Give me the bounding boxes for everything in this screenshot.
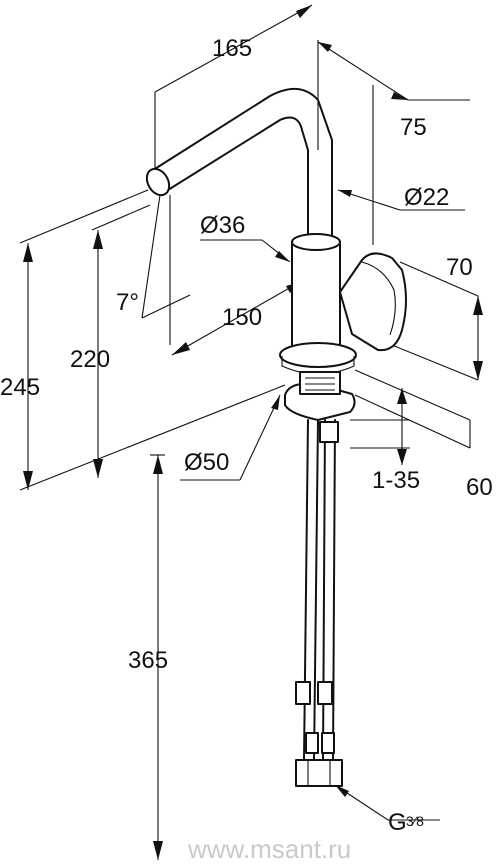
dim-thread: G [388, 809, 407, 836]
dim-depth: 75 [400, 114, 427, 141]
dim-spout-reach: 165 [212, 35, 252, 62]
dim-spout-height: 220 [70, 346, 110, 373]
dimension-arrows [23, 5, 483, 860]
dim-counter-thickness: 1-35 [372, 467, 420, 494]
dim-spout-diameter: Ø22 [404, 184, 449, 211]
dim-thread-fraction: 3⁄8 [406, 813, 424, 829]
dimension-labels: 165 75 Ø22 Ø36 70 7° 150 220 245 Ø50 60 … [0, 35, 493, 836]
dim-base-depth: 60 [466, 474, 493, 501]
dim-spout-angle: 7° [116, 289, 139, 316]
dim-total-height: 245 [0, 374, 40, 401]
dim-body-diameter: Ø36 [200, 212, 245, 239]
dim-handle-height: 70 [446, 254, 473, 281]
dim-body-to-spout: 150 [222, 304, 262, 331]
dim-hose-length: 365 [128, 647, 168, 674]
faucet-body [145, 88, 407, 787]
watermark: www.msant.ru [187, 834, 351, 864]
dimension-lines [19, 4, 479, 860]
dim-base-diameter: Ø50 [184, 449, 229, 476]
